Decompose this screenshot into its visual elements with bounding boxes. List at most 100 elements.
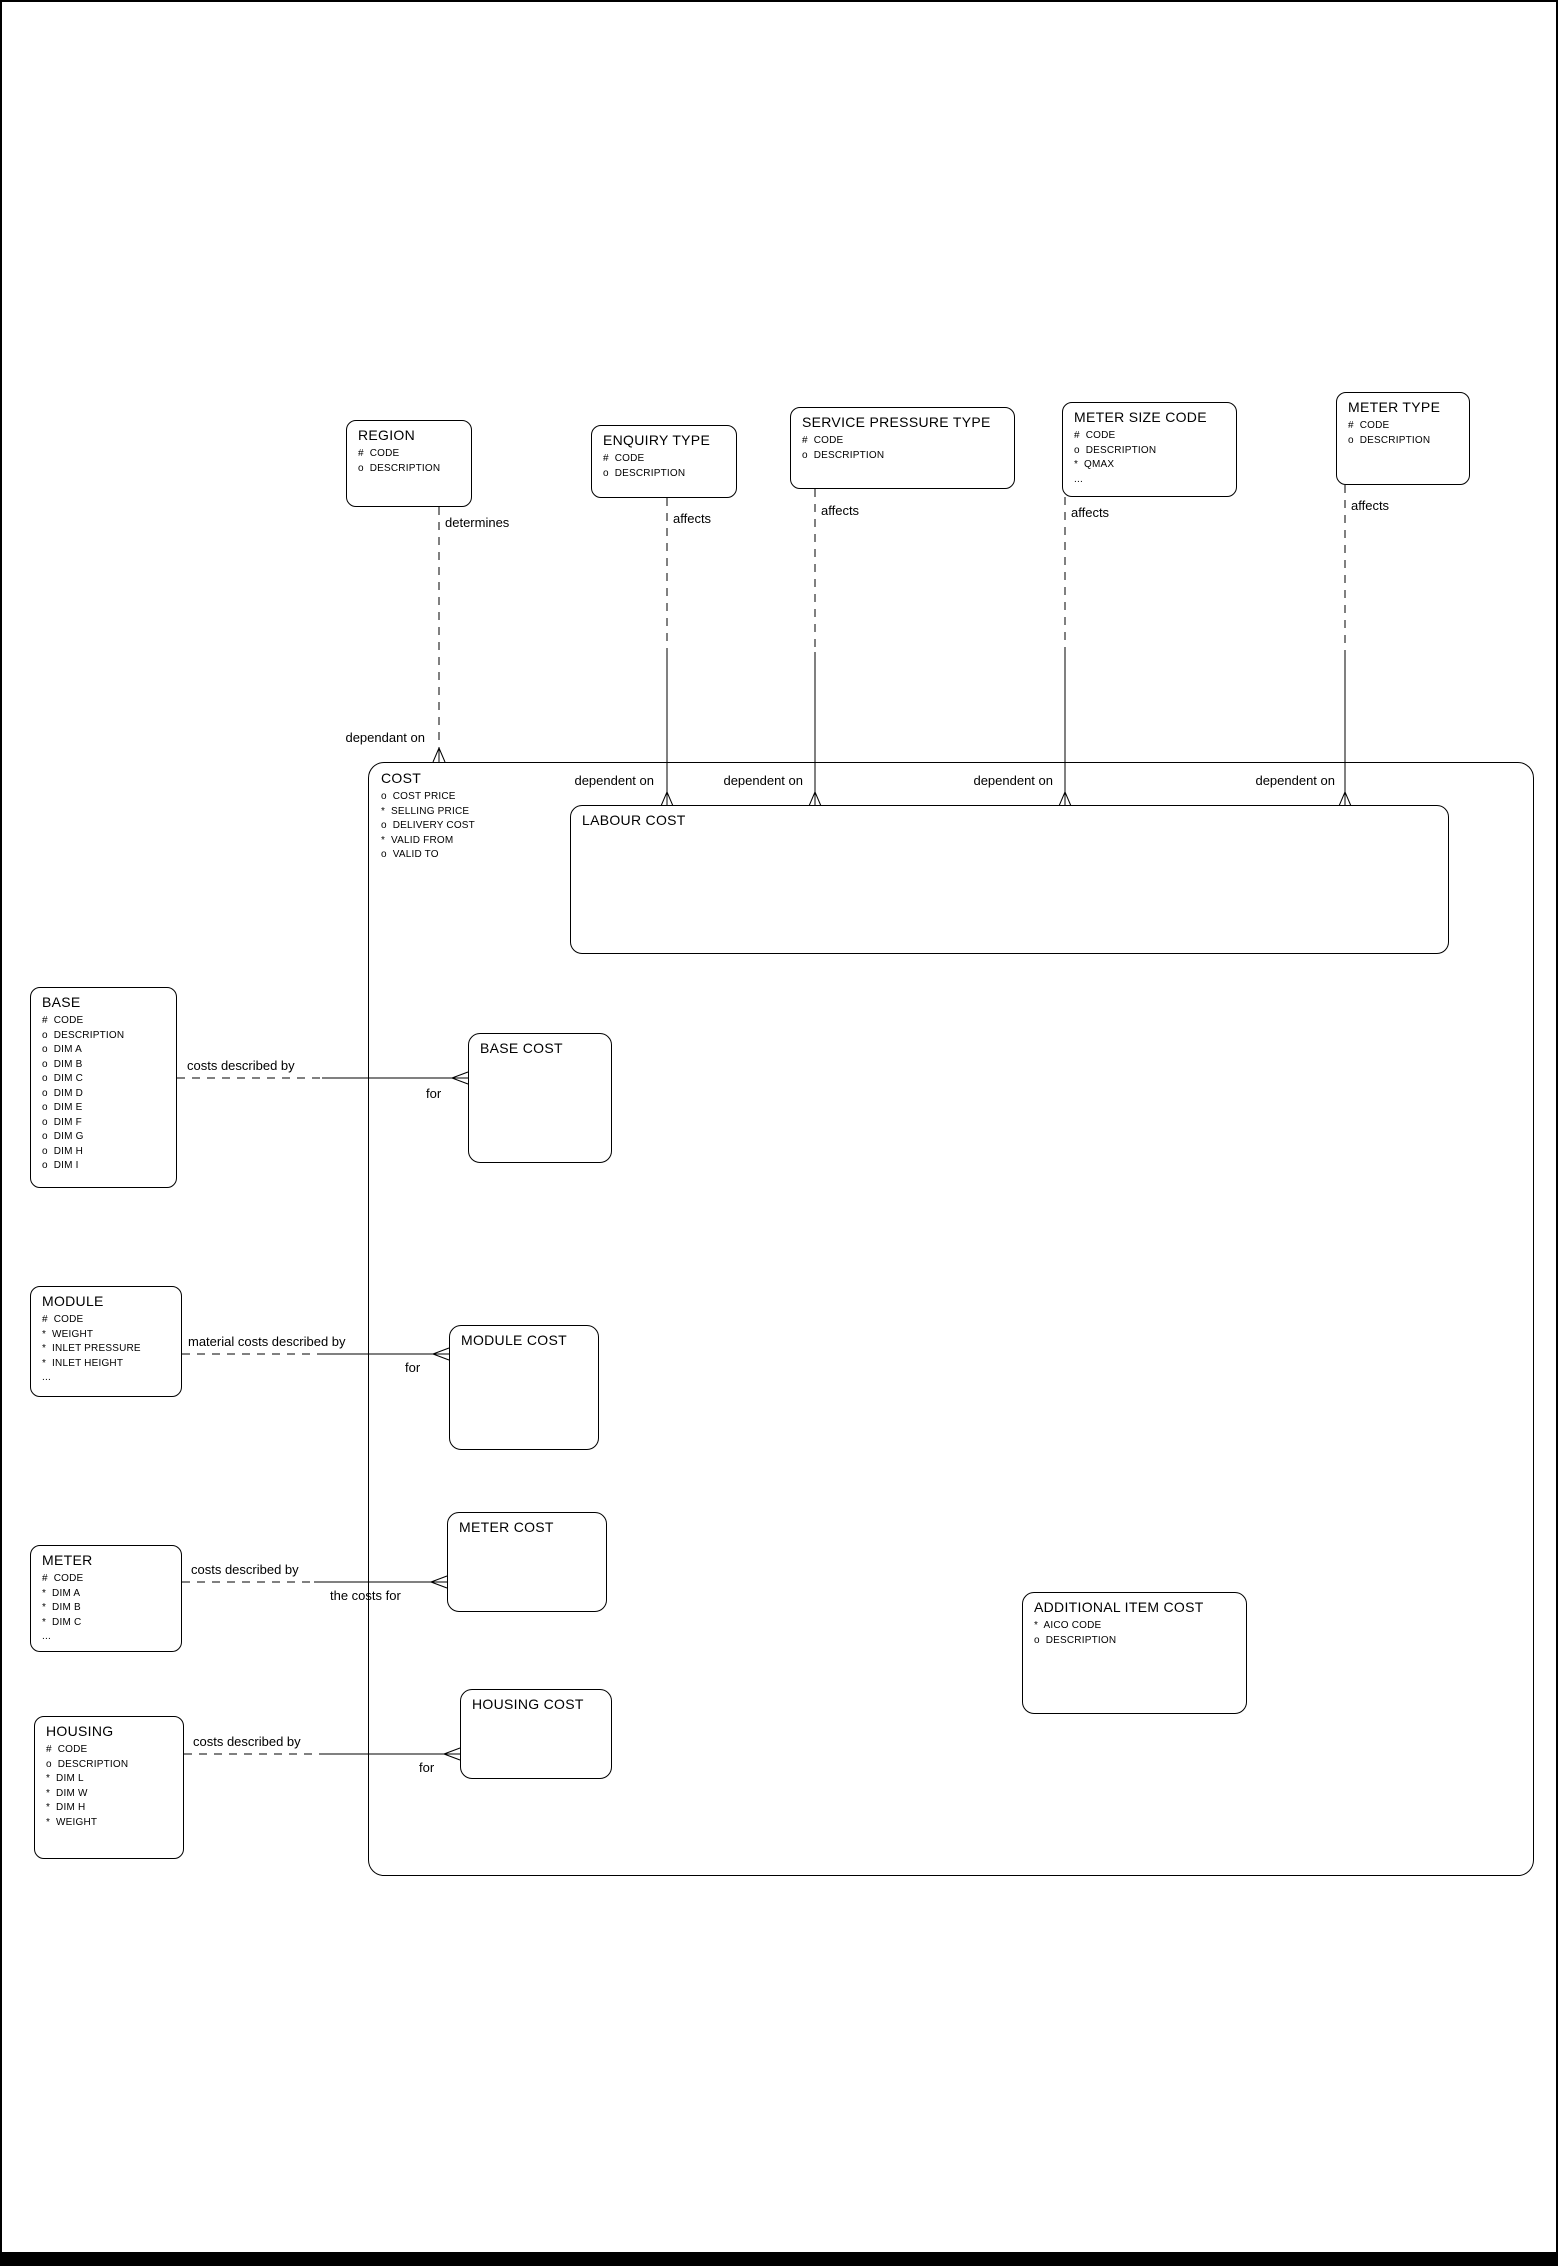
entity-title: SERVICE PRESSURE TYPE <box>802 414 991 430</box>
attribute-row: o DIM H <box>42 1145 84 1157</box>
connector-meter-type-labour-cost[interactable] <box>1338 485 1352 807</box>
attribute-row: * QMAX <box>1074 459 1115 470</box>
entity-title: ENQUIRY TYPE <box>603 432 711 448</box>
entity-housing-cost[interactable]: HOUSING COST <box>460 1689 612 1779</box>
attribute-list: # CODE o DESCRIPTION * QMAX... <box>1074 429 1236 487</box>
connector-region-cost[interactable] <box>432 507 446 763</box>
attribute-row: o DIM F <box>42 1116 82 1128</box>
entity-title: HOUSING COST <box>472 1696 584 1712</box>
entity-title: MODULE <box>42 1293 104 1309</box>
connector-meter-meter-cost[interactable] <box>182 1575 448 1589</box>
entity-title: BASE <box>42 994 81 1010</box>
attribute-row: o DESCRIPTION <box>603 467 686 479</box>
relationship-label-costs-described-by-meter: costs described by <box>191 1562 299 1577</box>
attribute-row: o COST PRICE <box>381 791 456 802</box>
attribute-row: o DESCRIPTION <box>802 449 885 461</box>
attribute-row: * SELLING PRICE <box>381 805 470 817</box>
connector-service-pressure-type-labour-cost[interactable] <box>808 489 822 807</box>
attribute-row: # CODE <box>42 1015 84 1026</box>
attribute-row: * INLET PRESSURE <box>42 1343 141 1354</box>
entity-module[interactable]: MODULE # CODE * WEIGHT * INLET PRESSURE * I… <box>30 1286 182 1397</box>
entity-title: BASE COST <box>480 1040 563 1056</box>
attribute-row: o DIM B <box>42 1058 83 1070</box>
attribute-row: o DIM I <box>42 1160 79 1171</box>
attribute-row: * AICO CODE <box>1034 1620 1102 1631</box>
relationship-label-determines: determines <box>445 515 510 530</box>
entity-base-cost[interactable]: BASE COST <box>468 1033 612 1163</box>
connector-housing-housing-cost[interactable] <box>184 1747 461 1761</box>
attribute-row: # CODE <box>1348 420 1390 431</box>
attribute-row: * WEIGHT <box>42 1328 94 1340</box>
attribute-list: # CODE o DESCRIPTION <box>802 434 1014 463</box>
relationship-label-affects-meter-size: affects <box>1071 505 1110 520</box>
entity-title: LABOUR COST <box>582 812 686 828</box>
attribute-row: o DELIVERY COST <box>381 820 475 831</box>
attribute-row: # CODE <box>802 435 844 446</box>
attribute-row: o DIM E <box>42 1102 83 1113</box>
attribute-row: o DESCRIPTION <box>358 462 441 474</box>
entity-title: ADDITIONAL ITEM COST <box>1034 1599 1204 1615</box>
attribute-row: ... <box>42 1372 51 1383</box>
relationship-label-for-module: for <box>405 1360 421 1375</box>
attribute-row: o DIM A <box>42 1044 82 1055</box>
attribute-row: o VALID TO <box>381 849 439 860</box>
relationship-label-dependent-on-enquiry: dependent on <box>574 773 654 788</box>
attribute-row: * INLET HEIGHT <box>42 1357 124 1369</box>
entity-meter[interactable]: METER # CODE* DIM A* DIM B* DIM C... <box>30 1545 182 1652</box>
attribute-row: * WEIGHT <box>46 1816 98 1828</box>
relationship-label-material-costs-described-by: material costs described by <box>188 1334 346 1349</box>
entity-cost[interactable]: COST o COST PRICE * SELLING PRICE o DELIVE… <box>368 762 1534 1876</box>
relationship-label-costs-described-by-base: costs described by <box>187 1058 295 1073</box>
relationship-label-dependent-on-meter-size: dependent on <box>973 773 1053 788</box>
entity-labour-cost[interactable]: LABOUR COST <box>570 805 1449 954</box>
attribute-list: o COST PRICE * SELLING PRICE o DELIVERY CO… <box>381 790 1533 863</box>
entity-additional-item-cost[interactable]: ADDITIONAL ITEM COST * AICO CODE o DESCRI… <box>1022 1592 1247 1714</box>
entity-meter-cost[interactable]: METER COST <box>447 1512 607 1612</box>
relationship-label-affects-enquiry: affects <box>673 511 712 526</box>
attribute-list: # CODE * WEIGHT * INLET PRESSURE * INLET HE… <box>42 1313 181 1386</box>
entity-title: MODULE COST <box>461 1332 567 1348</box>
attribute-row: # CODE <box>42 1573 84 1584</box>
connector-enquiry-type-labour-cost[interactable] <box>660 498 674 807</box>
attribute-row: * DIM W <box>46 1787 88 1799</box>
attribute-row: # CODE <box>42 1314 84 1325</box>
attribute-row: o DIM G <box>42 1131 84 1142</box>
attribute-row: # CODE <box>46 1744 88 1755</box>
attribute-row: o DESCRIPTION <box>46 1758 129 1770</box>
attribute-list: # CODE* DIM A* DIM B* DIM C... <box>42 1572 181 1645</box>
entity-module-cost[interactable]: MODULE COST <box>449 1325 599 1450</box>
entity-meter-size-code[interactable]: METER SIZE CODE # CODE o DESCRIPTION * QMA… <box>1062 402 1237 497</box>
attribute-row: * DIM A <box>42 1587 81 1599</box>
attribute-row: o DIM C <box>42 1073 84 1084</box>
relationship-label-the-costs-for: the costs for <box>330 1588 401 1603</box>
connector-module-module-cost[interactable] <box>182 1347 450 1361</box>
entity-service-pressure-type[interactable]: SERVICE PRESSURE TYPE # CODE o DESCRIPTIO… <box>790 407 1015 489</box>
connector-meter-size-code-labour-cost[interactable] <box>1058 497 1072 807</box>
relationship-label-costs-described-by-housing: costs described by <box>193 1734 301 1749</box>
attribute-row: ... <box>1074 473 1083 485</box>
attribute-row: o DIM D <box>42 1087 84 1099</box>
entity-title: COST <box>381 770 422 786</box>
attribute-row: o DESCRIPTION <box>1034 1634 1117 1646</box>
entity-title: METER SIZE CODE <box>1074 409 1207 425</box>
attribute-row: * DIM C <box>42 1616 82 1628</box>
connector-base-base-cost[interactable] <box>177 1071 469 1085</box>
entity-title: REGION <box>358 427 416 443</box>
entity-title: METER COST <box>459 1519 554 1535</box>
relationship-label-affects-meter-type: affects <box>1351 498 1390 513</box>
relationship-label-dependant-on: dependant on <box>345 730 425 745</box>
attribute-row: # CODE <box>1074 430 1116 441</box>
relationship-label-affects-service: affects <box>821 503 860 518</box>
attribute-row: o DESCRIPTION <box>1074 444 1157 456</box>
